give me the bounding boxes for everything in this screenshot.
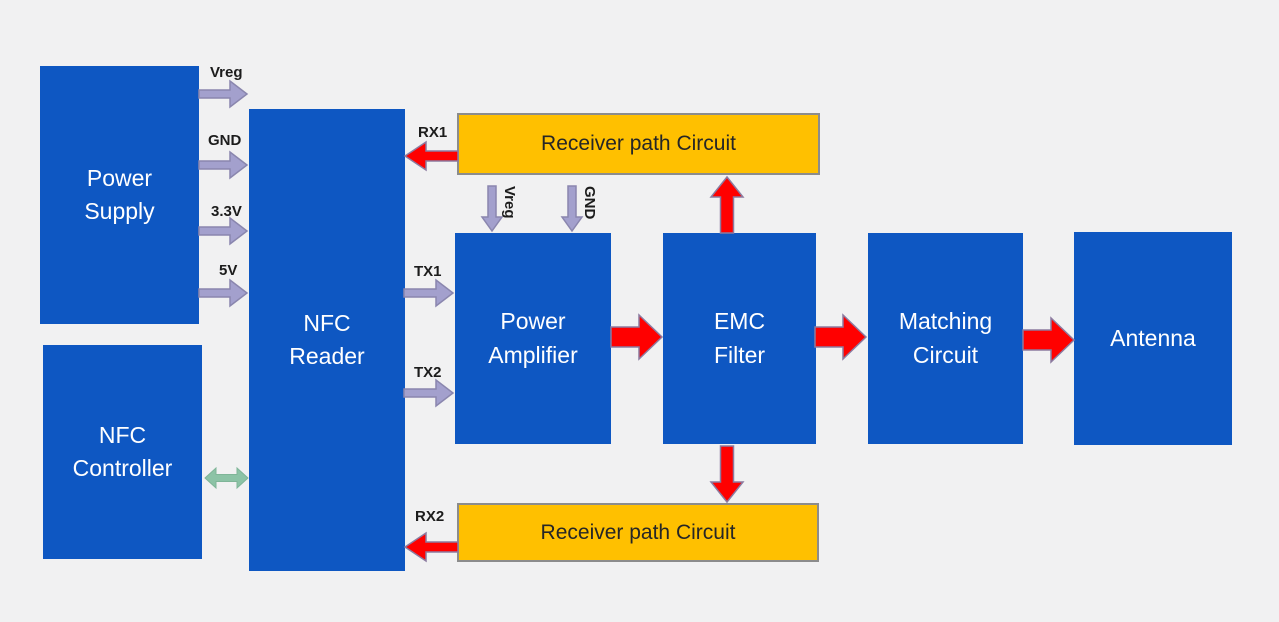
arrow-emc-to-receiver-bottom bbox=[709, 445, 745, 504]
block-antenna: Antenna bbox=[1074, 232, 1232, 445]
block-matching-circuit: Matching Circuit bbox=[868, 233, 1023, 444]
block-emc-filter-label: EMC Filter bbox=[713, 308, 766, 368]
arrow-rx2 bbox=[403, 531, 459, 563]
arrow-emc-to-matching bbox=[814, 313, 868, 361]
arrow-gnd bbox=[198, 150, 249, 180]
arrow-gnd-to-pa bbox=[560, 185, 584, 233]
block-power-supply-label: Power Supply bbox=[84, 164, 155, 224]
label-gnd: GND bbox=[208, 132, 242, 149]
block-nfc-controller: NFC Controller bbox=[43, 345, 202, 559]
label-pa-gnd: GND bbox=[581, 186, 598, 220]
block-receiver-path-bottom-label: Receiver path Circuit bbox=[540, 520, 736, 544]
block-power-amplifier: Power Amplifier bbox=[455, 233, 611, 444]
arrow-rx1 bbox=[403, 140, 459, 172]
arrow-controller-reader-bidirectional bbox=[204, 466, 249, 490]
arrow-3v3 bbox=[198, 216, 249, 246]
label-tx1: TX1 bbox=[414, 263, 442, 280]
block-antenna-label: Antenna bbox=[1110, 324, 1196, 351]
label-rx1: RX1 bbox=[418, 124, 448, 141]
arrow-pa-to-emc bbox=[610, 313, 664, 361]
arrow-vreg-to-pa bbox=[480, 185, 504, 233]
block-receiver-path-top-label: Receiver path Circuit bbox=[541, 132, 736, 155]
arrow-tx2 bbox=[403, 378, 455, 408]
arrow-matching-to-antenna bbox=[1022, 316, 1076, 364]
arrow-5v bbox=[198, 278, 249, 308]
arrow-tx1 bbox=[403, 278, 455, 308]
arrow-emc-to-receiver-top bbox=[709, 175, 745, 234]
label-tx2: TX2 bbox=[414, 364, 442, 381]
block-emc-filter: EMC Filter bbox=[663, 233, 816, 444]
block-nfc-controller-label: NFC Controller bbox=[72, 421, 173, 481]
label-pa-vreg: Vreg bbox=[501, 186, 518, 219]
label-3v3: 3.3V bbox=[211, 203, 242, 220]
label-5v: 5V bbox=[219, 262, 238, 279]
block-power-supply: Power Supply bbox=[40, 66, 199, 324]
block-nfc-reader-label: NFC Reader bbox=[289, 309, 365, 369]
block-power-amplifier-label: Power Amplifier bbox=[488, 308, 578, 368]
block-nfc-reader: NFC Reader bbox=[249, 109, 405, 571]
block-matching-circuit-label: Matching Circuit bbox=[898, 308, 993, 368]
block-receiver-path-bottom: Receiver path Circuit bbox=[457, 503, 819, 562]
label-vreg: Vreg bbox=[210, 64, 243, 81]
arrow-vreg bbox=[198, 79, 249, 109]
label-rx2: RX2 bbox=[415, 508, 445, 525]
block-receiver-path-top: Receiver path Circuit bbox=[457, 113, 820, 175]
